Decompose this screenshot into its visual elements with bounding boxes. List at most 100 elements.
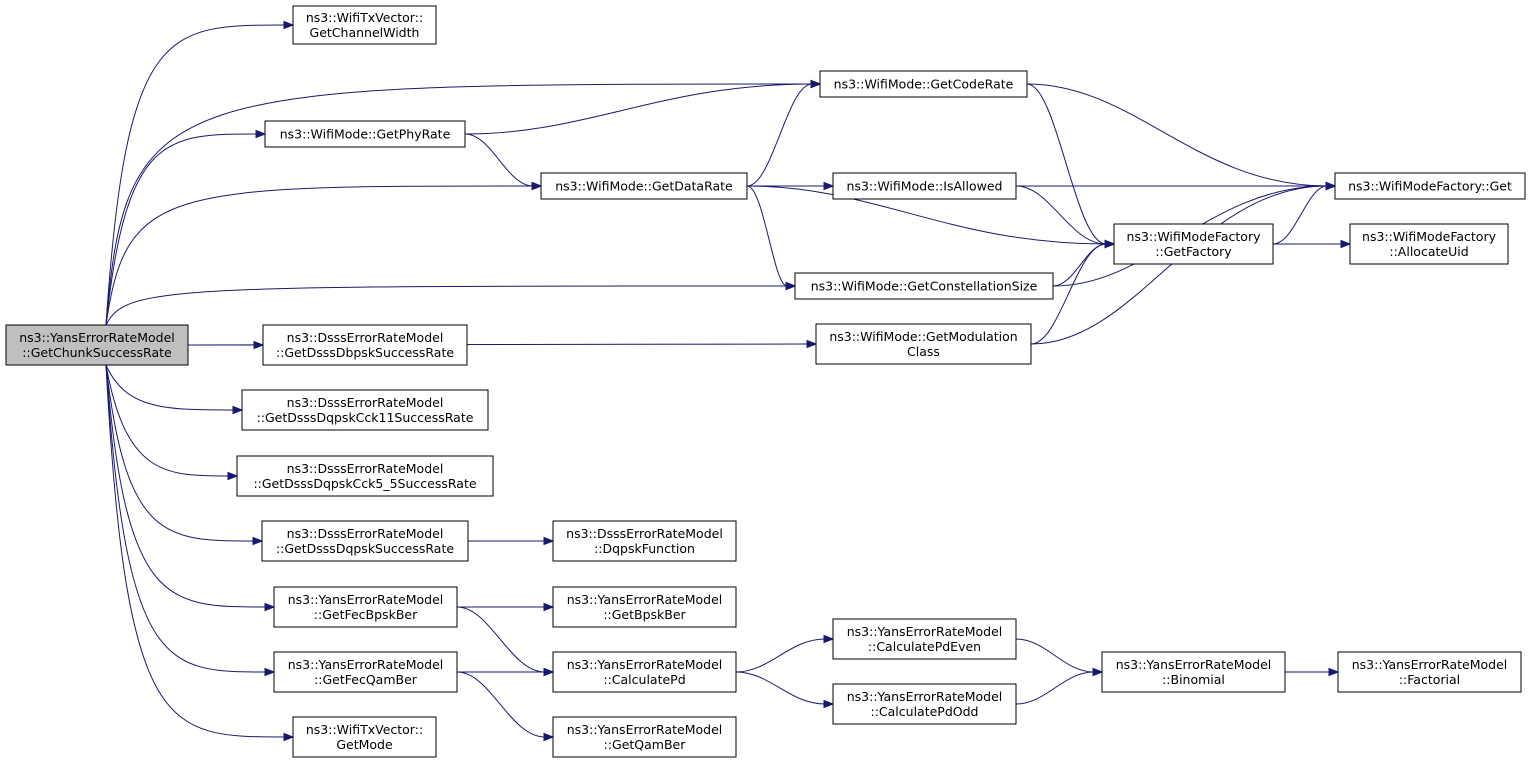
edge-line: [1015, 638, 1095, 673]
node-label: ns3::YansErrorRateModel: [19, 330, 174, 345]
node-constSize[interactable]: ns3::WifiMode::GetConstellationSize: [794, 272, 1054, 300]
node-box: [540, 172, 748, 200]
node-dqpsk[interactable]: ns3::DsssErrorRateModel::GetDsssDqpskSuc…: [261, 520, 469, 562]
node-fecQam[interactable]: ns3::YansErrorRateModel::GetFecQamBer: [273, 651, 458, 693]
node-dataRate[interactable]: ns3::WifiMode::GetDataRate: [540, 172, 748, 200]
node-label: ns3::DsssErrorRateModel: [287, 461, 444, 476]
edge-line: [105, 133, 258, 326]
node-label: ns3::YansErrorRateModel: [288, 657, 443, 672]
edge-root-to-txv_mode: [105, 364, 295, 742]
node-allocUid[interactable]: ns3::WifiModeFactory::AllocateUid: [1349, 223, 1509, 265]
edge-line: [105, 364, 267, 608]
edge-fecQam-to-calcPd: [457, 667, 555, 677]
edge-line: [456, 671, 546, 738]
node-calcOdd[interactable]: ns3::YansErrorRateModel::CalculatePdOdd: [832, 683, 1017, 725]
node-box: [794, 272, 1054, 300]
edge-line: [105, 364, 255, 542]
node-bpskBer[interactable]: ns3::YansErrorRateModel::GetBpskBer: [552, 586, 737, 628]
edge-line: [105, 285, 788, 326]
edge-line: [1026, 83, 1107, 245]
node-label: ::DqpskFunction: [594, 541, 695, 556]
node-label: ns3::WifiMode::GetPhyRate: [280, 127, 451, 142]
node-label: ::Binomial: [1162, 672, 1225, 687]
edge-calcPd-to-calcOdd: [735, 671, 835, 709]
edge-modClass-to-getFactory: [1030, 239, 1116, 345]
node-label: ns3::YansErrorRateModel: [567, 592, 722, 607]
edge-root-to-cck11: [105, 364, 244, 415]
node-label: ::GetQamBer: [604, 737, 687, 752]
call-edges: [105, 20, 1352, 742]
node-label: ns3::YansErrorRateModel: [567, 722, 722, 737]
node-box: [1349, 223, 1509, 265]
edge-phyRate-to-codeRate: [464, 79, 822, 135]
edge-line: [1015, 185, 1107, 245]
edge-phyRate-to-dataRate: [464, 133, 543, 191]
node-factorial[interactable]: ns3::YansErrorRateModel::Factorial: [1337, 651, 1522, 693]
node-calcEven[interactable]: ns3::YansErrorRateModel::CalculatePdEven: [832, 618, 1017, 660]
node-label: GetChannelWidth: [310, 25, 420, 40]
edge-line: [105, 364, 267, 673]
edge-arrowhead: [823, 634, 835, 644]
edge-root-to-dbpsk: [187, 340, 265, 350]
node-box: [236, 455, 494, 497]
edge-arrowhead: [264, 602, 276, 612]
node-factGet[interactable]: ns3::WifiModeFactory::Get: [1334, 172, 1526, 200]
node-cck55[interactable]: ns3::DsssErrorRateModel::GetDsssDqpskCck…: [236, 455, 494, 497]
edge-line: [746, 185, 788, 287]
node-label: ::GetFecBpskBer: [314, 607, 418, 622]
edge-line: [105, 364, 286, 738]
node-calcPd[interactable]: ns3::YansErrorRateModel::CalculatePd: [552, 651, 737, 693]
node-label: ::GetBpskBer: [603, 607, 686, 622]
node-box: [1337, 651, 1522, 693]
node-box: [832, 618, 1017, 660]
node-txv_mode[interactable]: ns3::WifiTxVector::GetMode: [292, 716, 437, 758]
edge-root-to-fecBpsk: [105, 364, 276, 612]
node-phyRate[interactable]: ns3::WifiMode::GetPhyRate: [264, 120, 466, 148]
edge-root-to-codeRate: [105, 79, 822, 326]
edge-dataRate-to-constSize: [746, 185, 797, 291]
node-box: [552, 651, 737, 693]
node-box: [273, 586, 458, 628]
node-qamBer[interactable]: ns3::YansErrorRateModel::GetQamBer: [552, 716, 737, 758]
edge-line: [1272, 185, 1328, 245]
node-label: ns3::WifiMode::GetCodeRate: [834, 77, 1014, 92]
node-label: ::GetDsssDqpskCck5_5SuccessRate: [253, 476, 476, 491]
edge-arrowhead: [810, 79, 822, 89]
edge-line: [105, 185, 534, 326]
node-txv_cw[interactable]: ns3::WifiTxVector::GetChannelWidth: [292, 5, 437, 45]
node-isAllowed[interactable]: ns3::WifiMode::IsAllowed: [832, 172, 1017, 200]
node-box: [552, 586, 737, 628]
edge-arrowhead: [543, 732, 555, 742]
node-box: [241, 389, 489, 431]
node-label: ns3::YansErrorRateModel: [288, 592, 443, 607]
node-getFactory[interactable]: ns3::WifiModeFactory::GetFactory: [1113, 223, 1274, 265]
node-codeRate[interactable]: ns3::WifiMode::GetCodeRate: [819, 70, 1028, 98]
edge-arrowhead: [1104, 239, 1116, 249]
node-label: ns3::DsssErrorRateModel: [566, 526, 723, 541]
edge-line: [1015, 671, 1095, 705]
node-root[interactable]: ns3::YansErrorRateModel::GetChunkSuccess…: [5, 324, 189, 366]
edge-line: [464, 83, 813, 135]
node-dqpskFn[interactable]: ns3::DsssErrorRateModel::DqpskFunction: [552, 520, 737, 562]
node-cck11[interactable]: ns3::DsssErrorRateModel::GetDsssDqpskCck…: [241, 389, 489, 431]
edge-arrowhead: [1340, 239, 1352, 249]
node-binomial[interactable]: ns3::YansErrorRateModel::Binomial: [1101, 651, 1286, 693]
edge-line: [105, 364, 235, 411]
node-fecBpsk[interactable]: ns3::YansErrorRateModel::GetFecBpskBer: [273, 586, 458, 628]
node-label: ::GetFactory: [1155, 244, 1232, 259]
edge-arrowhead: [806, 339, 818, 349]
node-box: [264, 120, 466, 148]
edge-arrowhead: [823, 181, 835, 191]
node-box: [832, 683, 1017, 725]
node-label: ::GetDsssDbpskSuccessRate: [276, 345, 454, 360]
node-label: ns3::WifiTxVector::: [306, 10, 423, 25]
node-dbpsk[interactable]: ns3::DsssErrorRateModel::GetDsssDbpskSuc…: [262, 324, 468, 366]
edge-codeRate-to-factGet: [1026, 83, 1337, 191]
edge-arrowhead: [543, 667, 555, 677]
node-label: ns3::WifiMode::IsAllowed: [847, 179, 1003, 194]
node-label: ::GetChunkSuccessRate: [22, 345, 172, 360]
node-label: ns3::YansErrorRateModel: [1352, 657, 1507, 672]
edge-modClass-to-factGet: [1030, 181, 1337, 345]
node-label: ::CalculatePd: [603, 672, 685, 687]
